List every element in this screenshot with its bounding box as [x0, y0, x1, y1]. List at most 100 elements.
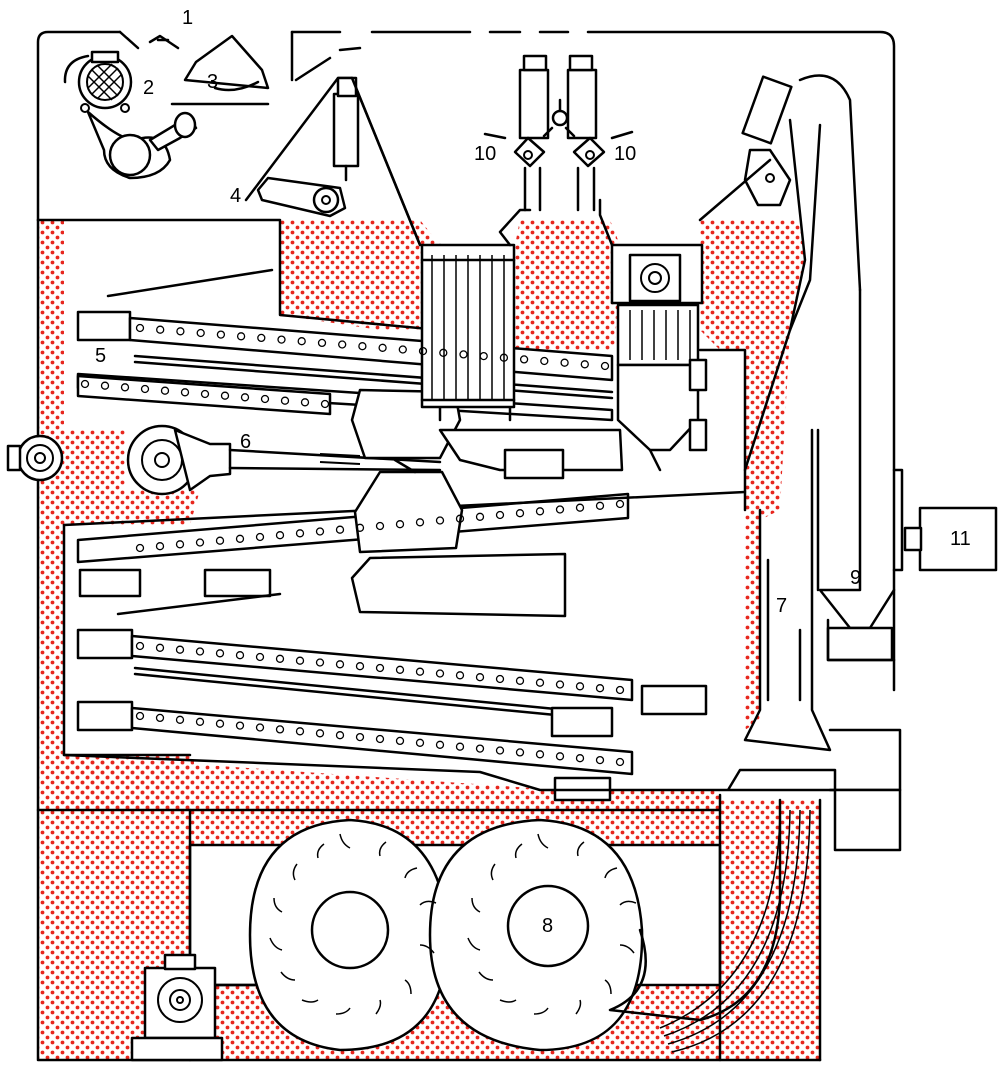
sieve-hole — [435, 740, 445, 749]
label-11: 11 — [950, 528, 971, 550]
sieve-hole — [535, 678, 545, 687]
sieve-hole — [275, 725, 285, 734]
sieve-hole — [315, 658, 325, 667]
sieve-hole — [455, 742, 465, 751]
sieve-hole — [600, 361, 610, 371]
sieve-hole — [215, 649, 225, 658]
label-3: 3 — [207, 71, 218, 93]
sieve-hole — [295, 529, 305, 538]
sieve-hole — [615, 757, 625, 767]
sieve-hole — [315, 527, 325, 536]
cyclone-separator-9 — [698, 74, 896, 662]
sieve-hole — [160, 386, 170, 395]
machine-frame — [36, 30, 896, 1062]
sieve-hole — [455, 514, 465, 523]
sieve-hole — [455, 671, 465, 680]
sieve-hole — [355, 523, 365, 532]
sieve-hole — [535, 507, 545, 516]
sieve-hole — [358, 342, 367, 351]
sieve-hole — [355, 662, 365, 671]
filter-unit-right — [598, 198, 747, 472]
sieve-hole — [216, 330, 226, 339]
label-5: 5 — [95, 345, 106, 367]
sieve-hole — [595, 755, 605, 765]
sieve-hole — [180, 388, 190, 397]
sieve-hole — [300, 398, 310, 407]
control-box-11 — [892, 468, 998, 572]
sieve-hole — [195, 717, 205, 726]
sieve-hole — [540, 356, 549, 366]
sieve-hole — [418, 346, 428, 356]
sieve-hole — [515, 509, 525, 518]
sieve-hole — [555, 752, 565, 761]
sieve-hole — [459, 350, 468, 359]
airflow-pipe-7 — [743, 428, 832, 752]
sieve-hole — [275, 531, 285, 540]
sieve-hole — [100, 381, 110, 390]
sieve-hole — [155, 542, 165, 551]
lower-sieve-decks — [62, 628, 902, 852]
label-6: 6 — [240, 431, 251, 453]
sieve-hole — [495, 510, 505, 520]
sieve-hole — [175, 540, 185, 549]
sieve-hole — [475, 744, 485, 753]
sieve-hole — [335, 731, 345, 740]
sieve-hole — [120, 383, 130, 392]
sieve-hole — [475, 512, 485, 521]
sieve-hole — [335, 660, 345, 669]
sieve-hole — [195, 647, 205, 656]
sieve-hole — [378, 343, 387, 352]
sieve-hole — [375, 734, 385, 744]
sieve-hole — [415, 738, 425, 747]
sieve-hole — [479, 351, 488, 361]
sieve-hole — [195, 538, 205, 547]
sieve-hole — [257, 333, 266, 343]
sieve-hole — [515, 676, 525, 685]
part-labels: 1 2 3 4 5 6 7 8 9 10 10 11 — [95, 7, 971, 937]
sieve-hole — [235, 534, 245, 543]
sieve-hole — [155, 713, 165, 723]
sieve-hole — [240, 393, 250, 402]
drive-motor — [130, 953, 224, 1062]
label-4: 4 — [230, 185, 241, 207]
sieve-hole — [155, 643, 165, 652]
sieve-hole — [135, 711, 145, 721]
upper-guides — [106, 268, 274, 298]
sieve-hole — [215, 719, 225, 728]
sieve-hole — [135, 323, 145, 333]
sieve-hole — [275, 654, 285, 663]
label-8: 8 — [542, 915, 553, 937]
sieve-hole — [135, 641, 145, 651]
sieve-hole — [255, 532, 265, 542]
sieve-hole — [395, 665, 405, 674]
sieve-hole — [439, 348, 448, 357]
sieve-hole — [156, 325, 165, 334]
sieve-hole — [220, 391, 230, 400]
sieve-hole — [175, 715, 185, 724]
filter-unit-left — [350, 76, 532, 409]
sieve-hole — [495, 674, 505, 684]
sieve-hole — [415, 518, 425, 527]
sieve-hole — [375, 663, 385, 673]
middle-sieve — [62, 490, 747, 757]
sieve-hole — [575, 503, 585, 512]
sieve-hole — [495, 746, 505, 755]
sieve-hole — [200, 389, 210, 399]
sieve-hole — [236, 332, 246, 341]
sieve-hole — [140, 384, 150, 394]
sieve-hole — [375, 521, 385, 531]
sieve-hole — [255, 652, 265, 662]
sieve-hole — [555, 505, 565, 514]
sieve-hole — [575, 754, 585, 763]
sieve-hole — [595, 684, 605, 693]
label-10-right: 10 — [614, 143, 636, 165]
sieve-hole — [595, 501, 605, 510]
sieve-hole — [235, 651, 245, 660]
label-2: 2 — [143, 77, 154, 99]
sieve-hole — [435, 516, 445, 525]
sieve-hole — [560, 358, 569, 367]
sieve-hole — [535, 750, 545, 759]
sieve-hole — [280, 396, 290, 405]
sieve-hole — [175, 645, 185, 654]
